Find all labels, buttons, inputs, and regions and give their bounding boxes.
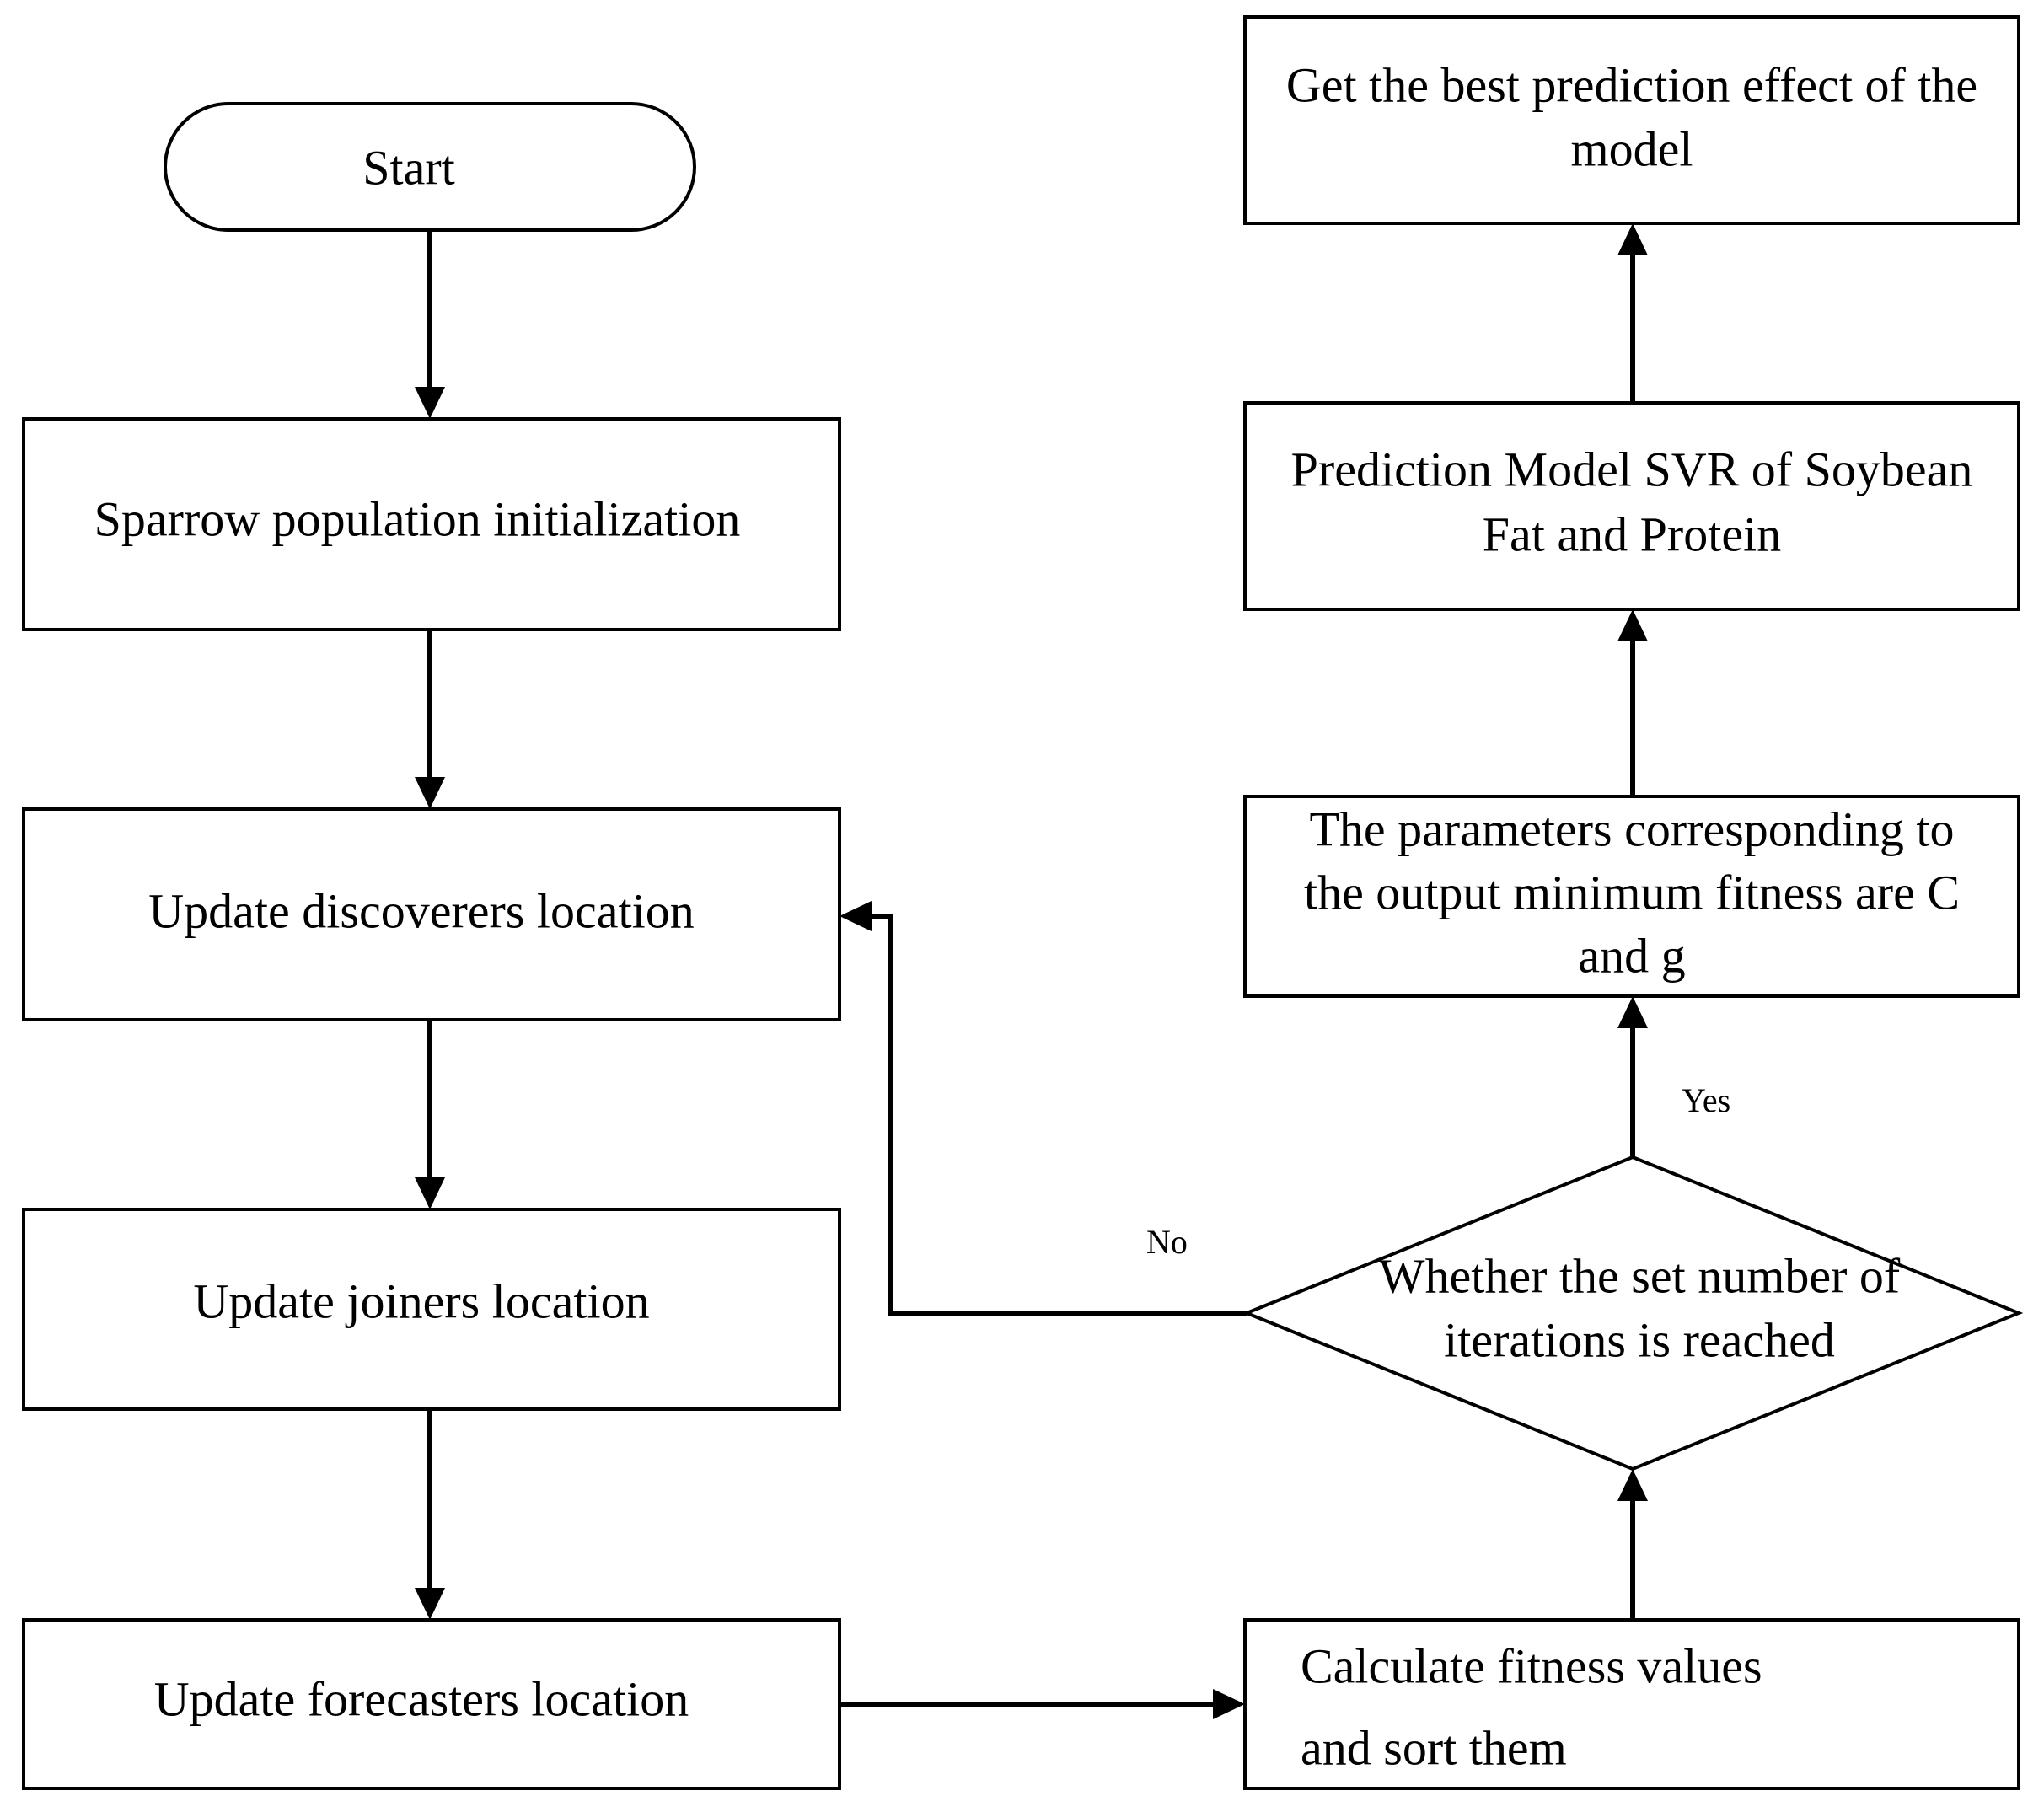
edge-label-no: No [1146,1223,1188,1261]
arrow-discoverers-to-joiners [415,1020,445,1209]
best-label-line2: model [1571,121,1693,176]
fitness-label-line2: and sort them [1301,1720,1567,1775]
params-label-line1: The parameters corresponding to [1310,801,1955,856]
fitness-node: Calculate fitness values and sort them [1243,1618,2020,1790]
model-node: Prediction Model SVR of Soybean Fat and … [1243,401,2020,611]
start-label: Start [362,140,455,195]
arrow-params-to-model [1617,609,1648,796]
model-label-line2: Fat and Protein [1483,507,1781,561]
init-label: Sparrow population initialization [94,491,741,546]
arrow-fitness-to-decision [1617,1469,1648,1620]
start-node: Start [164,102,696,232]
forecasters-label: Update forecasters location [154,1671,689,1726]
arrow-init-to-discoverers [415,630,445,809]
forecasters-node: Update forecasters location [22,1618,841,1790]
model-label-line1: Prediction Model SVR of Soybean [1291,442,1973,496]
joiners-node: Update joiners location [22,1208,841,1411]
decision-label-line2: iterations is reached [1444,1312,1835,1367]
discoverers-node: Update discoverers location [22,807,841,1021]
params-label-line2: the output minimum fitness are C [1304,865,1960,919]
edge-label-yes: Yes [1682,1081,1730,1119]
init-node: Sparrow population initialization [22,417,841,631]
arrow-decision-to-discoverers [840,901,1247,1316]
arrow-decision-to-params [1617,996,1648,1157]
best-node: Get the best prediction effect of the mo… [1243,15,2020,225]
decision-node: Whether the set number of iterations is … [1242,1155,2024,1472]
arrow-model-to-best [1617,223,1648,403]
params-node: The parameters corresponding to the outp… [1243,795,2020,998]
arrow-start-to-init [415,230,445,419]
arrow-joiners-to-forecasters [415,1409,445,1620]
fitness-label-line1: Calculate fitness values [1301,1638,1762,1693]
decision-label-line1: Whether the set number of [1379,1248,1901,1303]
discoverers-label: Update discoverers location [148,883,694,938]
params-label-line3: and g [1578,928,1685,983]
best-label-line1: Get the best prediction effect of the [1286,57,1977,112]
joiners-label: Update joiners location [193,1273,649,1328]
arrow-forecasters-to-fitness [840,1689,1245,1719]
